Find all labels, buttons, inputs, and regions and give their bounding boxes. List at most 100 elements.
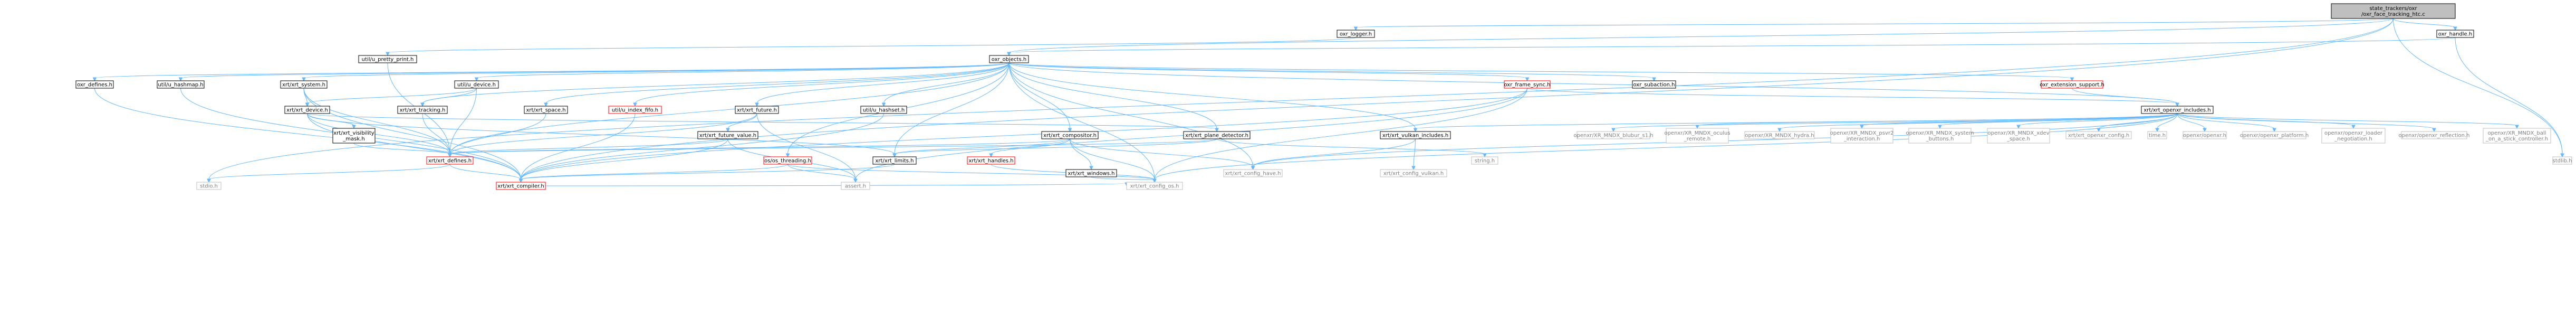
edge-line: [787, 164, 1155, 180]
edge-arrowhead: [892, 153, 897, 158]
node-box: [1471, 156, 1498, 165]
edge-line: [422, 113, 450, 155]
node-box: [860, 106, 907, 114]
edge-line: [1415, 113, 2178, 129]
node-xrt-visibility-mask[interactable]: xrt/xrt_visibility_mask.h: [332, 128, 376, 144]
node-oxr-handle[interactable]: oxr_handle.h: [2436, 30, 2474, 38]
edge-arrowhead: [1938, 125, 1942, 129]
node-label: xrt/xrt_system.h: [282, 82, 325, 88]
edge-line: [449, 113, 546, 155]
node-xrt-compiler[interactable]: xrt/xrt_compiler.h: [496, 182, 546, 190]
node-root[interactable]: state_trackers/oxr/oxr_face_tracking_htc…: [2331, 3, 2456, 19]
node-u-hashmap[interactable]: util/u_hashmap.h: [157, 80, 205, 89]
node-xrt-future-value[interactable]: xrt/xrt_future_value.h: [697, 131, 758, 139]
edge-xrt_openxr_includes-to-time: [2155, 113, 2178, 133]
edge-oxr_objects-to-u_hashmap: [178, 62, 1010, 82]
node-xrt-handles[interactable]: xrt/xrt_handles.h: [967, 156, 1015, 165]
node-u-device[interactable]: util/u_device.h: [454, 80, 499, 89]
edge-line: [303, 88, 521, 180]
node-label: openxr/openxr.h: [2183, 133, 2226, 139]
node-box: [2552, 156, 2572, 165]
node-xrt-limits[interactable]: xrt/xrt_limits.h: [872, 156, 917, 165]
edge-line: [756, 62, 1010, 104]
edge-line: [1008, 62, 1655, 79]
node-box: [2041, 80, 2103, 89]
node-oxr-subaction[interactable]: oxr_subaction.h: [1632, 80, 1676, 89]
edge-line: [635, 62, 1010, 104]
edge-xrt_openxr_includes-to-openxr_reflection: [2177, 113, 2436, 133]
edge-line: [521, 18, 2394, 180]
edge-line: [1008, 62, 1155, 180]
node-xrt-tracking[interactable]: xrt/xrt_tracking.h: [397, 106, 448, 114]
edge-arrowhead: [2016, 125, 2021, 129]
edge-line: [2177, 113, 2435, 129]
edge-line: [2455, 37, 2563, 155]
node-xrt-plane-detector[interactable]: xrt/xrt_plane_detector.h: [1183, 131, 1251, 139]
node-xrt-device[interactable]: xrt/xrt_device.h: [284, 106, 330, 114]
edge-arrowhead: [448, 153, 452, 158]
node-xrt-vulkan-includes[interactable]: xrt/xrt_vulkan_includes.h: [1380, 131, 1451, 139]
node-box: [1744, 131, 1815, 139]
node-xrt-future[interactable]: xrt/xrt_future.h: [735, 106, 779, 114]
node-oxr-frame-sync[interactable]: oxr_frame_sync.h: [1504, 80, 1551, 89]
node-label: xrt/xrt_space.h: [526, 108, 565, 114]
node-xrt-config-vulkan: xrt/xrt_config_vulkan.h: [1380, 169, 1447, 177]
node-xrt-defines[interactable]: xrt/xrt_defines.h: [426, 156, 474, 165]
node-u-hashset[interactable]: util/u_hashset.h: [860, 106, 907, 114]
node-oxr-defines[interactable]: oxr_defines.h: [75, 80, 114, 89]
node-label: oxr_handle.h: [2438, 32, 2472, 37]
node-label: oxr_defines.h: [77, 82, 112, 88]
node-box: [454, 80, 499, 89]
edge-oxr_objects-to-oxr_frame_sync: [1008, 62, 1530, 82]
edge-oxr_objects-to-xrt_system: [302, 62, 1010, 82]
node-label: xrt/xrt_device.h: [286, 108, 328, 114]
edge-oxr_frame_sync-to-xrt_compiler: [518, 88, 1527, 183]
node-oxr-logger[interactable]: oxr_logger.h: [1337, 30, 1375, 38]
edge-oxr_objects-to-u_device: [474, 62, 1010, 82]
node-xrt-system[interactable]: xrt/xrt_system.h: [280, 80, 328, 89]
node-label: xrt/xrt_config_have.h: [1225, 171, 1281, 177]
edge-arrowhead: [633, 102, 637, 107]
edge-arrowhead: [518, 178, 523, 183]
node-box: [2147, 131, 2167, 139]
node-box: [2141, 106, 2214, 114]
node-os-threading[interactable]: os/os_threading.h: [763, 156, 812, 165]
edge-arrowhead: [1777, 128, 1782, 133]
edge-line: [353, 143, 450, 155]
node-label: xrt/xrt_vulkan_includes.h: [1382, 133, 1448, 139]
node-xrt-compositor[interactable]: xrt/xrt_compositor.h: [1041, 131, 1099, 139]
node-xrt-space[interactable]: xrt/xrt_space.h: [524, 106, 568, 114]
edge-root-to-oxr_handle: [2393, 18, 2457, 31]
edge-line: [1008, 37, 2456, 53]
node-time: time.h: [2147, 131, 2167, 139]
edge-line: [894, 138, 1217, 155]
node-pretty-print[interactable]: util/u_pretty_print.h: [358, 55, 417, 63]
node-label: util/u_pretty_print.h: [362, 57, 414, 63]
node-u-index-fifo[interactable]: util/u_index_fifo.h: [608, 106, 662, 114]
node-oxr-extension-support[interactable]: oxr_extension_support.h: [2040, 80, 2104, 89]
node-box: [496, 182, 546, 190]
node-xrt-windows[interactable]: xrt/xrt_windows.h: [1065, 169, 1117, 177]
edge-arrowhead: [785, 153, 790, 158]
edge-line: [449, 138, 728, 155]
edge-arrowhead: [881, 102, 886, 107]
edge-oxr_frame_sync-to-xrt_openxr_includes: [1527, 88, 2179, 107]
edge-line: [1861, 113, 2178, 126]
edge-xrt_openxr_includes-to-openxr_platform: [2177, 113, 2276, 133]
edge-line: [545, 183, 1127, 186]
node-box: [1065, 169, 1117, 177]
node-box: [872, 156, 917, 165]
node-label: xrt/xrt_windows.h: [1068, 171, 1115, 177]
node-oxr-objects[interactable]: oxr_objects.h: [989, 55, 1029, 63]
edge-line: [2393, 18, 2563, 155]
edge-arrowhead: [2155, 128, 2159, 133]
edge-line: [1253, 138, 1416, 167]
node-label: _interaction.h: [1843, 136, 1880, 142]
edge-arrowhead: [2070, 77, 2074, 82]
edge-line: [303, 88, 450, 155]
node-label: os/os_threading.h: [764, 158, 811, 164]
edge-line: [545, 62, 1010, 104]
edge-line: [1154, 88, 1527, 180]
node-xrt-openxr-includes[interactable]: xrt/xrt_openxr_includes.h: [2141, 106, 2214, 114]
node-xrt-config-have: xrt/xrt_config_have.h: [1223, 169, 1283, 177]
